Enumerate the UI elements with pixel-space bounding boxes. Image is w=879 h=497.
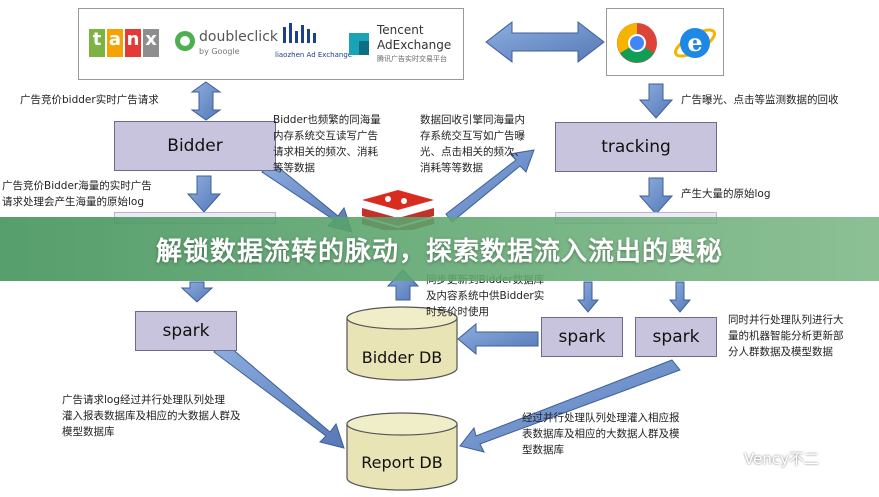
double-arrow-logos bbox=[485, 20, 605, 64]
doubleclick-sub: by Google bbox=[199, 47, 240, 56]
label-bidder-memory-1: Bidder也频繁的同海量 bbox=[273, 114, 381, 126]
arrow-sparkright-reportdb bbox=[459, 359, 681, 453]
label-parallel-analysis-2: 量的机器智能分析更新部 bbox=[728, 330, 844, 342]
title-banner: 解锁数据流转的脉动，探索数据流入流出的奥秘 bbox=[0, 217, 879, 281]
label-parallel-analysis: 同时并行处理队列进行大 量的机器智能分析更新部 分人群数据及模型数据 bbox=[728, 312, 844, 360]
bidder-db-cylinder bbox=[346, 306, 458, 381]
label-bidder-memory-3: 请求相关的频次、消耗 bbox=[273, 146, 378, 158]
arrow-spark-reportdb bbox=[213, 341, 345, 449]
label-right-report-1: 经过并行处理队列处理灌入相应报 bbox=[522, 412, 680, 424]
label-bidder-request: 广告竞价bidder实时广告请求 bbox=[20, 94, 159, 106]
doubleclick-logo: doubleclick by Google bbox=[173, 23, 278, 67]
arrow-right-spark-mid bbox=[576, 281, 600, 313]
tencent-text-2: AdExchange bbox=[377, 38, 452, 52]
watermark-text: Vency不二 bbox=[744, 450, 819, 468]
label-recovery-engine-1: 数据回收引擎同海量内 bbox=[420, 114, 525, 126]
label-recovery-engine-3: 光、点击相关的频次、 bbox=[420, 146, 525, 158]
tencent-text-1: Tencent bbox=[377, 23, 424, 37]
browser-logos-panel: e bbox=[606, 8, 724, 76]
label-bidder-memory: Bidder也频繁的同海量 内存系统交互读写广告 请求相关的频次、消耗 等等数据 bbox=[273, 112, 381, 176]
tracking-box: tracking bbox=[555, 122, 717, 172]
label-bidder-log: 广告竞价Bidder海量的实时广告 请求处理会产生海量的原始log bbox=[2, 178, 152, 210]
label-sync-bidder-2: 及内容系统中供Bidder实 bbox=[426, 290, 545, 302]
label-left-report-1: 广告请求log经过并行处理队列处理 bbox=[62, 394, 226, 406]
label-bidder-log-2: 请求处理会产生海量的原始log bbox=[2, 196, 145, 208]
arrow-redis-tracking bbox=[445, 149, 535, 223]
label-left-report-2: 灌入报表数据库及相应的大数据人群及 bbox=[62, 410, 241, 422]
report-db-cylinder bbox=[346, 412, 458, 491]
ad-exchange-logos-panel: t a n x doubleclick by Google liaozhen A… bbox=[78, 8, 464, 80]
arrow-right-spark-right bbox=[668, 281, 692, 313]
chrome-icon bbox=[617, 23, 657, 63]
label-sync-bidder-3: 时竞价时使用 bbox=[426, 306, 489, 318]
tanx-logo: t a n x bbox=[89, 29, 159, 57]
spark-right-box: spark bbox=[635, 317, 717, 357]
tencent-sub: 腾讯广告实时交易平台 bbox=[377, 55, 447, 63]
arrow-browser-tracking bbox=[638, 83, 674, 119]
svg-text:e: e bbox=[687, 28, 702, 57]
bidder-box: Bidder bbox=[114, 121, 276, 171]
double-arrow-bidder bbox=[190, 81, 222, 121]
arrow-left-spark bbox=[180, 281, 214, 303]
label-recovery-engine: 数据回收引擎同海量内 存系统交互写如广告曝 光、点击相关的频次、 消耗等等数据 bbox=[420, 112, 525, 176]
label-recovery-engine-4: 消耗等等数据 bbox=[420, 162, 483, 174]
label-left-report-3: 模型数据库 bbox=[62, 426, 115, 438]
tencent-logo: Tencent AdExchange 腾讯广告实时交易平台 bbox=[343, 17, 461, 73]
arrow-tracking-down bbox=[638, 177, 674, 215]
liaozhen-logo: liaozhen Ad Exchange bbox=[275, 21, 352, 71]
doubleclick-text: doubleclick bbox=[199, 29, 278, 45]
ie-icon: e bbox=[674, 28, 716, 58]
label-tracking-recovery: 广告曝光、点击等监测数据的回收 bbox=[681, 94, 839, 106]
label-right-report-3: 型数据库 bbox=[522, 444, 564, 456]
label-right-report-2: 表数据库及相应的大数据人群及模 bbox=[522, 428, 680, 440]
label-recovery-engine-2: 存系统交互写如广告曝 bbox=[420, 130, 525, 142]
arrow-spark-bidderdb bbox=[457, 322, 539, 356]
label-right-report: 经过并行处理队列处理灌入相应报 表数据库及相应的大数据人群及模 型数据库 bbox=[522, 410, 680, 458]
label-bidder-memory-4: 等等数据 bbox=[273, 162, 315, 174]
label-bidder-log-1: 广告竞价Bidder海量的实时广告 bbox=[2, 180, 152, 192]
spark-mid-box: spark bbox=[541, 317, 623, 357]
label-left-report: 广告请求log经过并行处理队列处理 灌入报表数据库及相应的大数据人群及 模型数据… bbox=[62, 392, 241, 440]
label-parallel-analysis-1: 同时并行处理队列进行大 bbox=[728, 314, 844, 326]
watermark: Vency不二 bbox=[716, 448, 819, 469]
arrow-bidder-down bbox=[186, 175, 222, 213]
liaozhen-text: liaozhen Ad Exchange bbox=[275, 51, 353, 59]
wechat-icon bbox=[716, 450, 738, 467]
banner-title: 解锁数据流转的脉动，探索数据流入流出的奥秘 bbox=[155, 236, 723, 267]
label-bidder-memory-2: 内存系统交互读写广告 bbox=[273, 130, 378, 142]
label-parallel-analysis-3: 分人群数据及模型数据 bbox=[728, 346, 833, 358]
bidder-db-label: Bidder DB bbox=[361, 348, 443, 367]
report-db-label: Report DB bbox=[361, 453, 443, 472]
spark-left-box: spark bbox=[135, 311, 237, 351]
label-raw-log: 产生大量的原始log bbox=[681, 188, 771, 200]
